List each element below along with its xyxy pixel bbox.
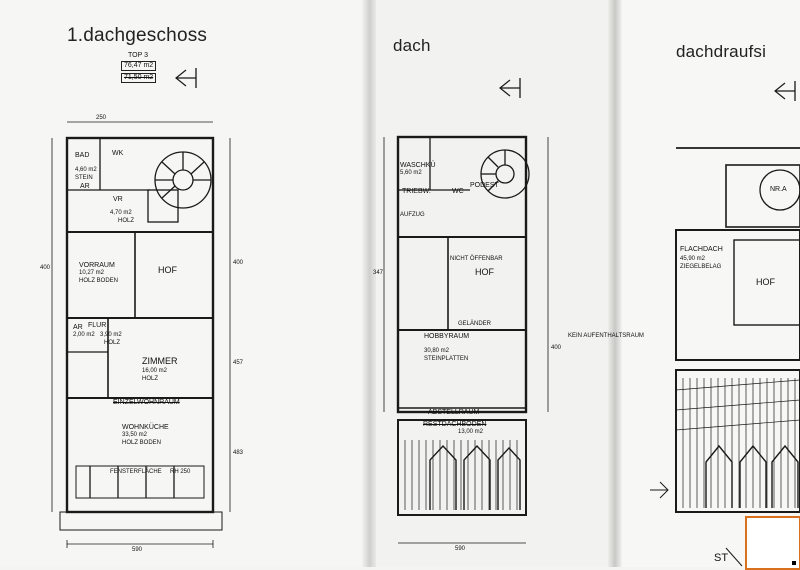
dim-right-c: 483	[233, 450, 244, 456]
page-fold-2	[608, 0, 622, 567]
unit-area-a: 76,47 m2	[121, 61, 157, 71]
unit-name: TOP 3	[128, 52, 148, 59]
not-openable-label: NICHT ÖFFENBAR	[450, 256, 503, 262]
dim-bottom-2: 590	[455, 546, 466, 552]
room-ar-2-area: 2,00 m2	[73, 332, 95, 338]
selection-highlight-box[interactable]	[745, 516, 800, 570]
room-hobbyraum-label: HOBBYRAUM	[424, 333, 470, 340]
room-hobbyraum-floor: STEINPLATTEN	[424, 356, 469, 362]
room-nr-label: NR.A	[770, 186, 787, 193]
unit-area-b: 71,50 m2	[121, 73, 157, 83]
room-zimmer-floor: HOLZ	[142, 376, 159, 382]
no-living-room-note: KEIN AUFENTHALTSRAUM	[568, 333, 644, 339]
room-flachdach-label: FLACHDACH	[680, 246, 723, 253]
room-flur-area: 3,90 m2	[100, 332, 122, 338]
dim-left-2: 347	[373, 270, 384, 276]
room-vorraum-area: 10,27 m2	[79, 270, 105, 276]
window-area-label: FENSTERFLÄCHE	[110, 469, 162, 475]
room-wk-label: WK	[112, 150, 124, 157]
room-ar-2-label: AR	[73, 324, 83, 331]
room-hof-label-2: HOF	[475, 267, 494, 277]
room-flachdach-floor: ZIEGELBELAG	[680, 264, 722, 270]
room-aufzug-label: AUFZUG	[400, 212, 425, 218]
room-zimmer-label: ZIMMER	[142, 356, 178, 366]
room-bad-floor: STEIN	[75, 175, 93, 181]
room-vr-floor: HOLZ	[118, 218, 135, 224]
dim-right-a: 400	[233, 260, 244, 266]
room-hobbyraum-area: 30,80 m2	[424, 348, 450, 354]
room-hof-label-1: HOF	[158, 265, 177, 275]
dim-bottom-1: 590	[132, 547, 143, 553]
railing-label: GELÄNDER	[458, 321, 492, 327]
room-wohnkueche-floor: HOLZ BODEN	[122, 440, 162, 446]
sheet-roof-view	[614, 0, 800, 567]
room-zimmer-area: 16,00 m2	[142, 368, 168, 374]
room-flur-floor: HOLZ	[104, 340, 121, 346]
sheet-title-first-attic: 1.dachgeschoss	[67, 25, 208, 46]
room-restdachboden-label: RESTDACHBODEN	[423, 421, 487, 428]
room-hof-label-3: HOF	[756, 277, 775, 287]
dim-top-a: 250	[96, 115, 107, 121]
dim-right-2: 400	[551, 345, 562, 351]
room-vr-area: 4,70 m2	[110, 210, 132, 216]
room-einzelwohnraum-label: EINZELWOHNRAUM	[113, 399, 180, 406]
room-abstellraum-label: ABSTELLRAUM	[428, 409, 480, 416]
room-wc-label: WC	[452, 188, 464, 195]
rh-label: RH 250	[170, 469, 191, 475]
room-wohnkueche-label: WOHNKÜCHE	[122, 424, 169, 431]
room-restdachboden-area: 13,00 m2	[458, 429, 484, 435]
room-ar-1-label: AR	[80, 183, 90, 190]
sheet-title-roof-view: dachdraufsi	[676, 42, 767, 61]
room-bad-area: 4,60 m2	[75, 167, 97, 173]
room-bad-label: BAD	[75, 152, 90, 159]
room-wohnkueche-area: 33,50 m2	[122, 432, 148, 438]
sheet-roof	[370, 0, 614, 567]
page-fold-1	[362, 0, 376, 567]
room-triebw-label: TRIEBW.	[402, 188, 431, 195]
room-vorraum-label: VORRAUM	[79, 262, 115, 269]
sheet-title-roof: dach	[393, 36, 431, 55]
sheet-first-attic	[0, 0, 370, 567]
room-vr-label: VR	[113, 196, 123, 203]
dim-left-a: 400	[40, 265, 51, 271]
room-waschk-label: WASCHKÜ	[400, 162, 436, 169]
dim-right-b: 457	[233, 360, 244, 366]
st-label: ST	[714, 552, 729, 564]
room-flur-label: FLUR	[88, 322, 107, 329]
room-podest-label: PODEST	[470, 182, 499, 189]
room-vorraum-floor: HOLZ BODEN	[79, 278, 119, 284]
room-flachdach-area: 45,90 m2	[680, 256, 706, 262]
selection-handle[interactable]	[792, 561, 796, 565]
room-waschk-area: 5,60 m2	[400, 170, 422, 176]
